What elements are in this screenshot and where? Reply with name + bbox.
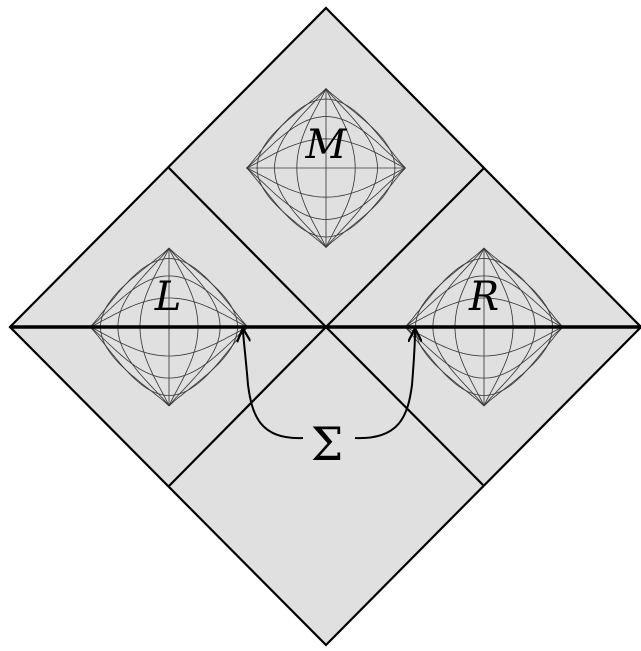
time-slice-line <box>404 297 564 328</box>
boundary-M-R <box>325 167 485 328</box>
boundary-R-bottom <box>325 326 485 487</box>
label-L: L <box>154 274 182 320</box>
label-sigma: Σ <box>311 417 344 471</box>
time-slice-line <box>404 275 564 328</box>
outer-boundary <box>8 6 641 647</box>
time-slice-line <box>404 258 564 328</box>
sigma-arrow-right <box>354 331 415 440</box>
label-R: R <box>468 274 499 320</box>
time-slice-line <box>89 258 249 328</box>
radial-line <box>274 88 327 248</box>
label-M: M <box>305 122 348 168</box>
boundary-L-M <box>168 167 327 328</box>
radial-line <box>256 88 327 248</box>
time-slice-line <box>246 116 406 169</box>
sigma-arrow-left <box>243 331 304 440</box>
boundary-L-bottom <box>168 326 327 487</box>
time-slice-line <box>246 138 406 169</box>
time-slice-line <box>89 275 249 328</box>
time-slice-line <box>246 98 406 169</box>
time-slice-line <box>89 297 249 328</box>
radial-line <box>296 88 327 248</box>
region-M-grid-lines <box>246 88 406 248</box>
